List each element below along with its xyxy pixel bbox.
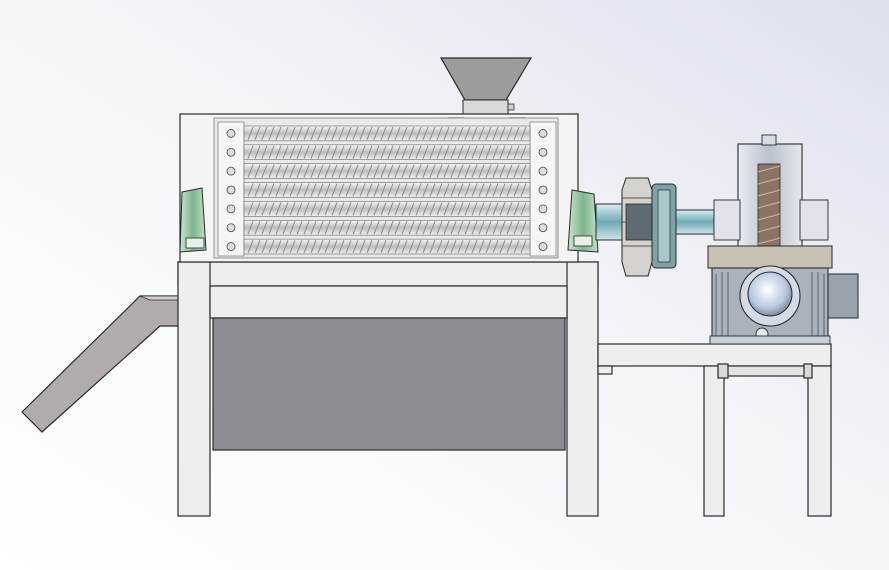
screw-row (226, 182, 548, 198)
shaft-coupling-nut (621, 177, 653, 277)
collection-tray (212, 317, 566, 451)
flange-coupling (651, 183, 677, 269)
main-frame (177, 261, 599, 517)
right-bearing-block (567, 189, 599, 253)
frame-left-leg (177, 261, 211, 517)
screw-row (226, 238, 548, 255)
screw-row (226, 201, 548, 217)
left-bearing-block (179, 187, 207, 253)
frame-cross-beam (209, 285, 568, 319)
frame-top-beam (177, 261, 599, 287)
motor-housing (709, 265, 859, 345)
screw-row (226, 144, 548, 161)
screw-row (226, 163, 548, 179)
screw-row (226, 125, 548, 142)
motor-support-frame (597, 343, 832, 517)
frame-right-leg (566, 261, 599, 517)
gear-reducer (707, 134, 833, 269)
screw-row (226, 219, 548, 236)
screw-rows (226, 125, 548, 255)
